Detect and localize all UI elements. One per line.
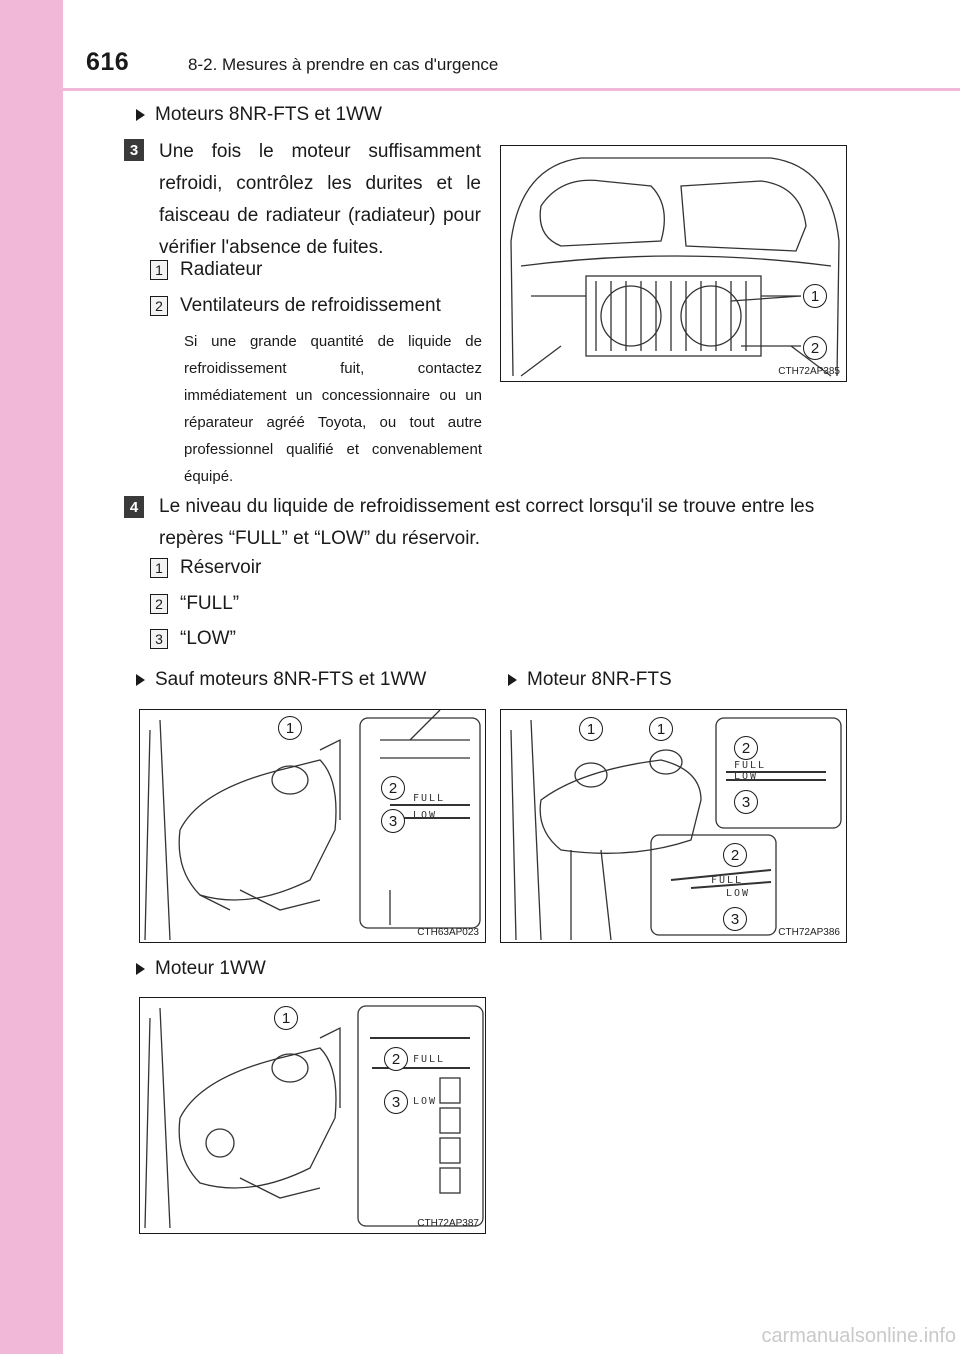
callout-3: 3: [381, 809, 405, 833]
caption-label: Moteur 8NR-FTS: [527, 669, 672, 690]
figure-code: CTH72AP387: [417, 1218, 479, 1229]
triangle-bullet-icon: [136, 674, 145, 686]
item-number: 3: [150, 629, 168, 649]
step-number-3: 3: [124, 139, 144, 161]
callout-3: 3: [723, 907, 747, 931]
callout-1: 1: [649, 717, 673, 741]
callout-1: 1: [803, 284, 827, 308]
sidebar-tab: [0, 0, 63, 1354]
low-mark: LOW: [413, 810, 438, 821]
callout-3: 3: [384, 1090, 408, 1114]
item-label: Ventilateurs de refroidissement: [180, 295, 441, 316]
caption-sauf: Sauf moteurs 8NR-FTS et 1WW: [136, 669, 426, 691]
step4-item-reservoir: 1 Réservoir: [150, 557, 261, 579]
figure-code: CTH72AP385: [778, 366, 840, 377]
full-mark: FULL: [413, 793, 446, 804]
callout-1: 1: [278, 716, 302, 740]
step4-item-low: 3 “LOW”: [150, 628, 236, 650]
callout-1: 1: [579, 717, 603, 741]
step4-text: Le niveau du liquide de refroidissement …: [159, 496, 815, 549]
callout-2: 2: [734, 736, 758, 760]
figure-code: CTH63AP023: [417, 927, 479, 938]
low-mark: LOW: [413, 1096, 438, 1107]
caption-label: Sauf moteurs 8NR-FTS et 1WW: [155, 669, 427, 690]
item-label: Radiateur: [180, 259, 263, 280]
page-number: 616: [86, 48, 130, 76]
section-title: 8-2. Mesures à prendre en cas d'urgence: [188, 55, 499, 74]
reservoir-illustration-1ww: 1 2 3 FULL LOW CTH72AP387: [139, 997, 486, 1234]
triangle-bullet-icon: [136, 109, 145, 121]
step3-item-radiator: 1 Radiateur: [150, 259, 262, 281]
callout-2: 2: [723, 843, 747, 867]
low-mark: LOW: [734, 771, 759, 782]
item-number: 2: [150, 296, 168, 316]
footer-watermark: carmanualsonline.info: [761, 1325, 956, 1347]
step4-item-full: 2 “FULL”: [150, 593, 239, 615]
step-number-4: 4: [124, 496, 144, 518]
item-number: 1: [150, 260, 168, 280]
callout-2: 2: [384, 1047, 408, 1071]
callout-2: 2: [803, 336, 827, 360]
reservoir-drawing: [144, 1005, 484, 1229]
triangle-bullet-icon: [508, 674, 517, 686]
step3-item-fans: 2 Ventilateurs de refroidissement: [150, 295, 441, 317]
callout-2: 2: [381, 776, 405, 800]
header-rule: [63, 88, 960, 91]
item-label: “LOW”: [180, 628, 236, 649]
reservoir-illustration-sauf: 1 2 3 FULL LOW CTH63AP023: [139, 709, 486, 943]
item-label: Réservoir: [180, 557, 262, 578]
full-mark: FULL: [711, 875, 744, 886]
reservoir-drawing: [510, 717, 842, 941]
triangle-bullet-icon: [136, 963, 145, 975]
item-label: “FULL”: [180, 593, 240, 614]
step3-text: Une fois le moteur suffisamment refroidi…: [159, 141, 481, 258]
engine-bay-illustration: 1 2 CTH72AP385: [500, 145, 847, 382]
item-number: 1: [150, 558, 168, 578]
figure-code: CTH72AP386: [778, 927, 840, 938]
full-mark: FULL: [413, 1054, 446, 1065]
low-mark: LOW: [726, 888, 751, 899]
reservoir-drawing: [144, 710, 481, 941]
caption-label: Moteur 1WW: [155, 958, 266, 979]
caption-8nr: Moteur 8NR-FTS: [508, 669, 672, 691]
item-number: 2: [150, 594, 168, 614]
caption-1ww: Moteur 1WW: [136, 958, 266, 980]
engine-bullet-label: Moteurs 8NR-FTS et 1WW: [155, 104, 382, 125]
engine-bay-drawing: [510, 157, 840, 377]
reservoir-illustration-8nr: 1 1 2 3 2 3 FULL LOW FULL LOW CTH72AP386: [500, 709, 847, 943]
engine-bullet: Moteurs 8NR-FTS et 1WW: [136, 104, 382, 126]
callout-3: 3: [734, 790, 758, 814]
step3-note: Si une grande quantité de liquide de ref…: [184, 333, 482, 485]
callout-1: 1: [274, 1006, 298, 1030]
full-mark: FULL: [734, 760, 767, 771]
